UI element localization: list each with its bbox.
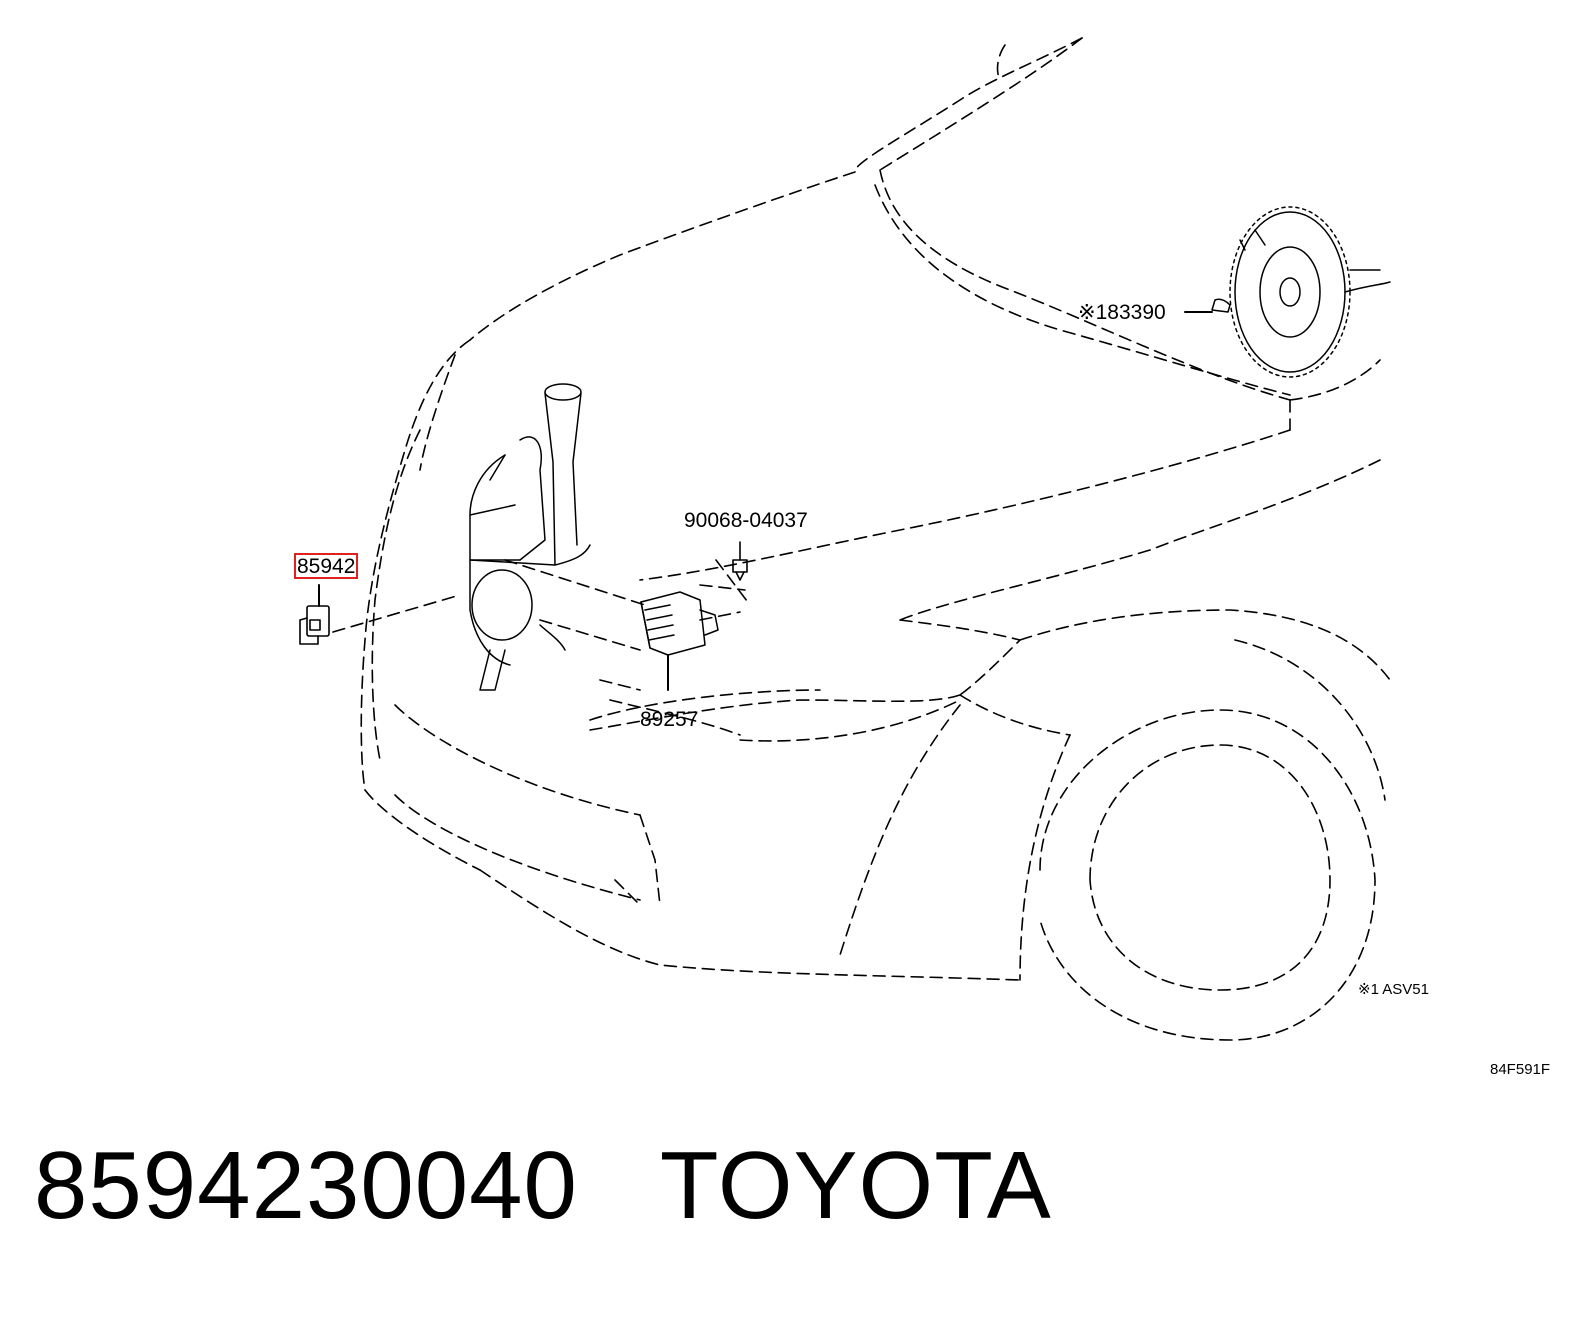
- car-body-outline: [332, 37, 1391, 1041]
- note-asv51: ※1 ASV51: [1358, 981, 1429, 998]
- label-sensor-85942[interactable]: 85942: [294, 553, 359, 579]
- figure-code: 84F591F: [1490, 1061, 1551, 1078]
- bumper-opening: [589, 689, 821, 721]
- washer-tank: [469, 383, 591, 691]
- caption-brand: TOYOTA: [659, 1132, 1052, 1239]
- parts-diagram: [299, 37, 1391, 1041]
- bolt-90068-04037-icon: [732, 541, 748, 581]
- brake-booster-icon: [1184, 206, 1391, 378]
- label-bolt-90068-04037[interactable]: 90068-04037: [684, 509, 808, 532]
- sensor-85942-icon: [299, 584, 330, 645]
- label-control-unit-89257[interactable]: 89257: [640, 708, 699, 731]
- control-unit-89257-icon: [640, 591, 719, 691]
- caption-part-number: 8594230040: [34, 1132, 578, 1239]
- label-booster-183390[interactable]: ※183390: [1078, 301, 1166, 324]
